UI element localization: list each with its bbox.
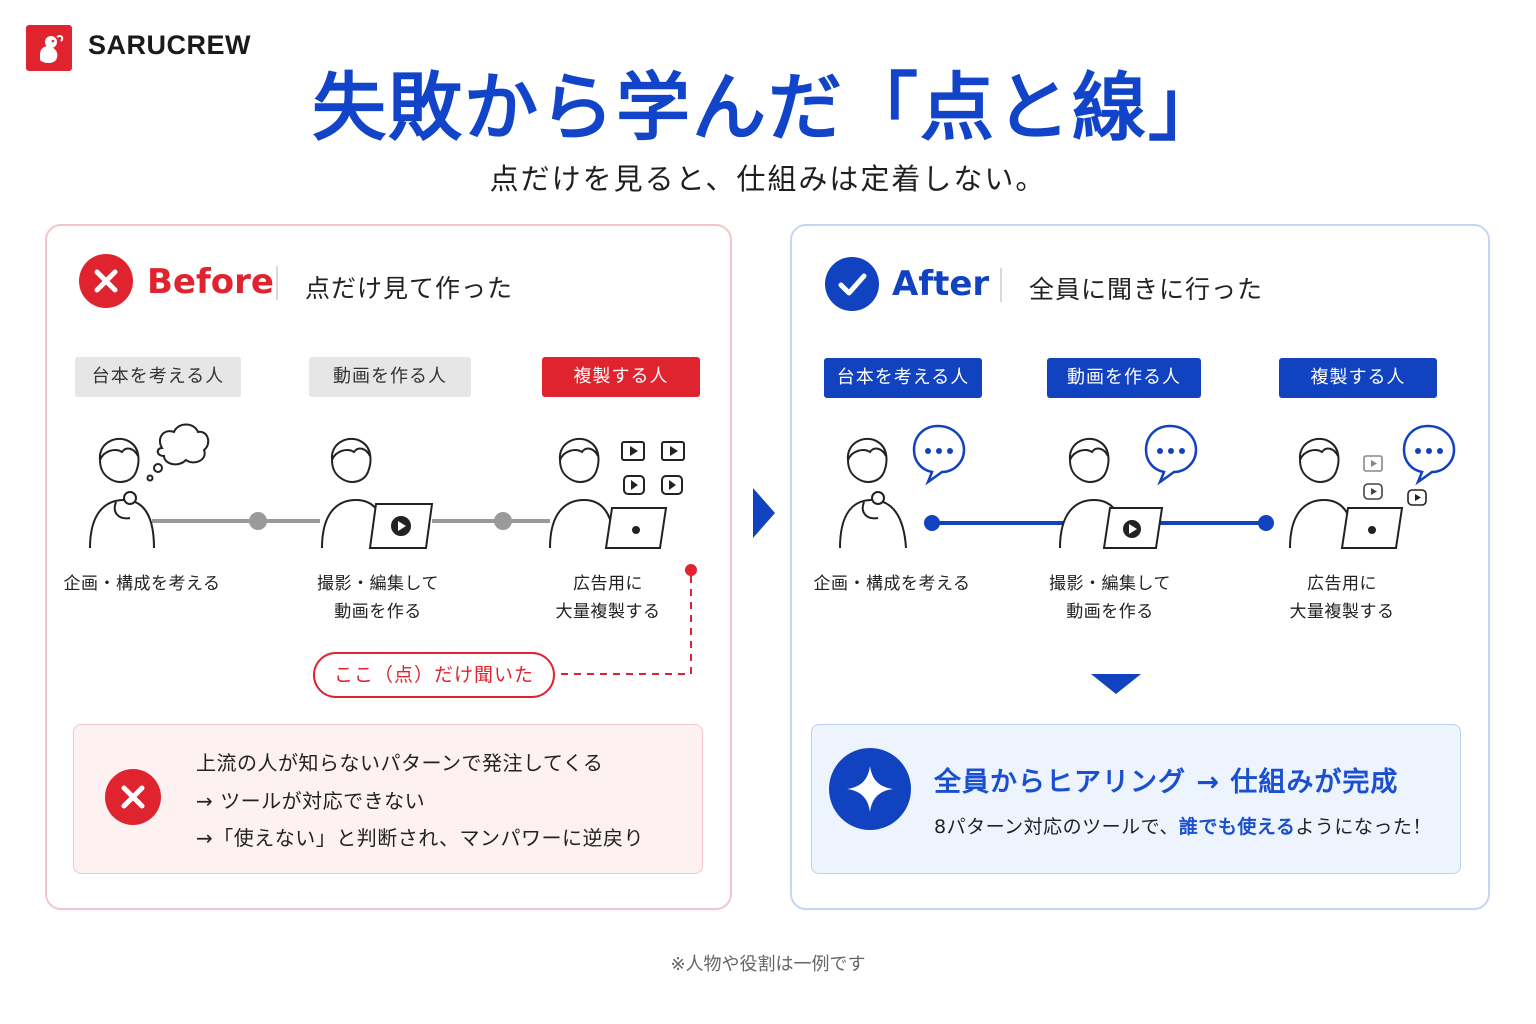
before-status-badge (79, 254, 133, 308)
after-connector-dot-1 (924, 515, 940, 531)
result-cross-badge (105, 769, 161, 825)
highlight-text: 誰でも使える (1178, 816, 1296, 838)
after-result-headline: 全員からヒアリング → 仕組みが完成 (934, 767, 1399, 798)
after-role-tag-script: 台本を考える人 (824, 358, 982, 398)
before-connector-dot-1 (249, 512, 267, 530)
before-role-desc-script: 企画・構成を考える (63, 574, 221, 594)
speech-bubble-icon (1402, 424, 1456, 486)
video-copies-icon (621, 441, 685, 495)
check-icon (838, 273, 867, 296)
after-result-box (811, 724, 1461, 874)
point-callout-label: ここ（点）だけ聞いた (313, 652, 555, 698)
before-role-tag-script: 台本を考える人 (75, 357, 241, 397)
after-connector-dot-2 (1258, 515, 1274, 531)
before-label: Before (147, 262, 274, 302)
before-role-desc-video: 撮影・編集して 動画を作る (317, 574, 439, 622)
before-connector-dot-2 (494, 512, 512, 530)
before-role-desc-duplicate: 広告用に 大量複製する (555, 574, 661, 622)
before-role-tag-video: 動画を作る人 (309, 357, 471, 397)
duplicate-person-icon (549, 437, 668, 549)
speech-bubble-icon (1144, 424, 1198, 486)
after-status-badge (825, 257, 879, 311)
sparkle-icon (847, 766, 893, 812)
before-result-line-1: 上流の人が知らないパターンで発注してくる (196, 751, 604, 775)
page-subtitle: 点だけを見ると、仕組みは定着しない。 (489, 162, 1047, 196)
cross-icon (94, 269, 118, 293)
after-role-tag-duplicate: 複製する人 (1279, 358, 1437, 398)
transition-arrow-icon (753, 488, 775, 538)
thinking-person-icon (839, 437, 907, 549)
laptop-person-icon (1059, 437, 1164, 549)
cross-icon (121, 785, 145, 809)
after-role-desc-video: 撮影・編集して 動画を作る (1049, 574, 1171, 622)
before-result-box (73, 724, 703, 874)
laptop-person-icon (321, 437, 434, 549)
brand-name: SARUCREW (88, 30, 251, 60)
speech-bubble-icon (912, 424, 966, 486)
monkey-logo-icon (40, 34, 64, 63)
brand-logo-mark (26, 25, 72, 71)
after-role-desc-script: 企画・構成を考える (813, 574, 971, 594)
thought-bubble-icon (146, 423, 210, 482)
callout-connector (556, 564, 697, 675)
after-role-desc-duplicate: 広告用に 大量複製する (1289, 574, 1395, 622)
down-arrow-icon (1091, 674, 1141, 694)
before-result-line-2: → ツールが対応できない (196, 789, 426, 813)
footnote: ※人物や役割は一例です (670, 954, 866, 975)
after-label: After (892, 264, 990, 304)
page-title: 失敗から学んだ「点と線」 (312, 65, 1224, 151)
before-result-line-3: →「使えない」と判断され、マンパワーに逆戻り (196, 826, 644, 850)
after-workflow-illustration (839, 424, 1456, 549)
after-heading-divider (1000, 268, 1002, 302)
before-role-tag-duplicate: 複製する人 (542, 357, 700, 397)
duplicate-person-icon (1289, 437, 1404, 549)
before-heading-divider (276, 266, 278, 300)
video-copies-icon (1363, 455, 1427, 506)
thinking-person-icon (89, 437, 155, 549)
after-role-tag-video: 動画を作る人 (1047, 358, 1201, 398)
result-sparkle-badge (829, 748, 911, 830)
before-workflow-illustration (89, 423, 685, 549)
after-description: 全員に聞きに行った (1029, 275, 1264, 304)
before-description: 点だけ見て作った (305, 274, 514, 303)
after-result-subtext: 8パターン対応のツールで、誰でも使えるようになった！ (934, 816, 1432, 838)
